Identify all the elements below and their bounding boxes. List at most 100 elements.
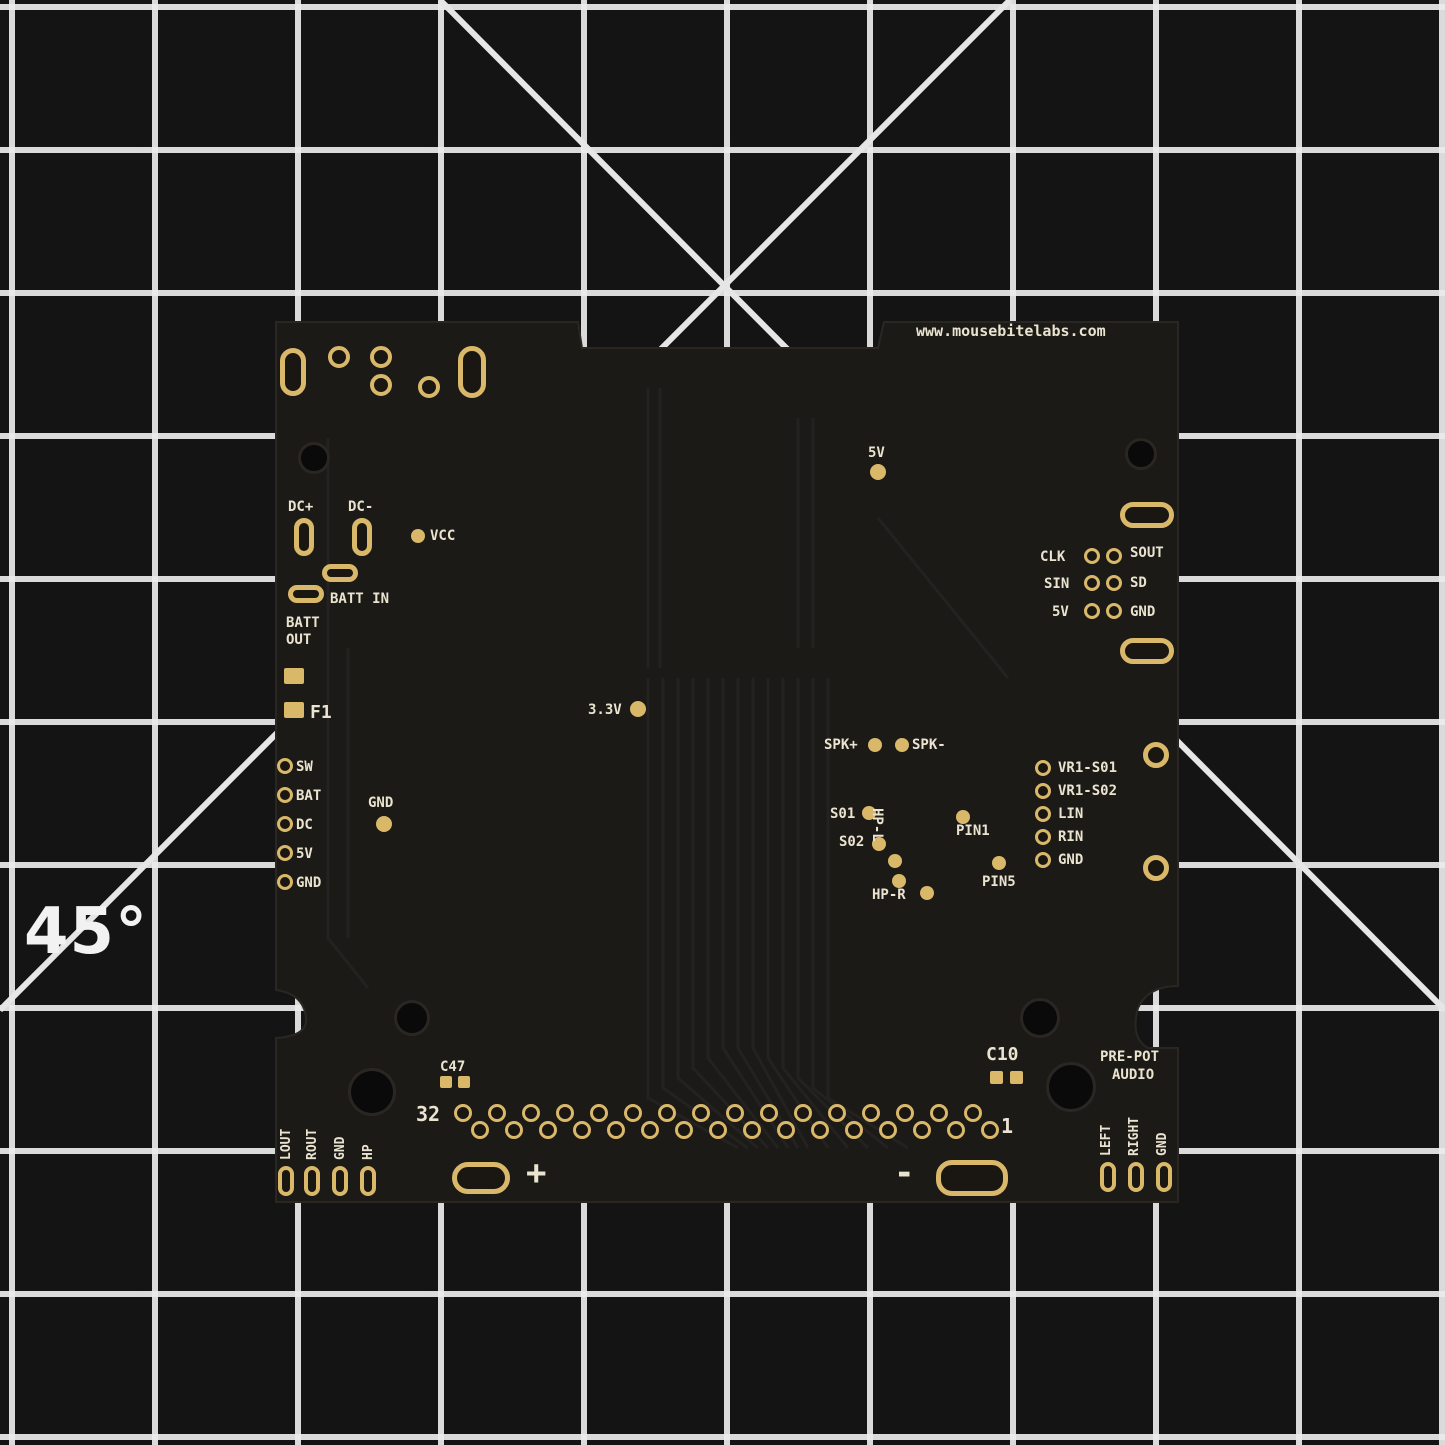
label-spk-plus: SPK+: [824, 737, 858, 753]
test-point-s02: [872, 837, 886, 851]
pad-rin: [1035, 829, 1051, 845]
label-vr1-s02: VR1-S02: [1058, 783, 1118, 799]
connector-pin: [471, 1121, 489, 1139]
mounting-hole: [394, 1000, 430, 1036]
label-audio: AUDIO: [1112, 1067, 1155, 1083]
through-hole-pad: [370, 346, 392, 368]
connector-pin: [913, 1121, 931, 1139]
test-point-pin1: [956, 810, 970, 824]
label-dc-minus: DC-: [348, 499, 374, 515]
label-left: LEFT: [1099, 1124, 1114, 1156]
connector-pin: [692, 1104, 710, 1122]
label-lin: LIN: [1058, 806, 1084, 822]
connector-pin: [811, 1121, 829, 1139]
test-point-gnd: [376, 816, 392, 832]
pcb-board: www.mousebitelabs.com DC+ DC- VCC BATT I…: [268, 318, 1183, 1206]
label-batt-out-2: OUT: [286, 632, 312, 648]
connector-pin: [590, 1104, 608, 1122]
label-3v3: 3.3V: [588, 702, 622, 718]
mat-angle-label: 45°: [24, 895, 149, 969]
pad-left: [1100, 1162, 1116, 1192]
label-vr1-s01: VR1-S01: [1058, 760, 1118, 776]
label-sw: SW: [296, 759, 313, 775]
test-point-s01: [862, 806, 876, 820]
label-5v: 5V: [296, 846, 313, 862]
label-vcc: VCC: [430, 528, 456, 544]
label-right: RIGHT: [1127, 1116, 1142, 1156]
connector-pin: [845, 1121, 863, 1139]
connector-pin: [573, 1121, 591, 1139]
pad-5v: [277, 845, 293, 861]
label-gnd: GND: [296, 875, 322, 891]
connector-pin: [522, 1104, 540, 1122]
connector-pin: [896, 1104, 914, 1122]
connector-pin: [964, 1104, 982, 1122]
label-hp-r: HP-R: [872, 887, 906, 903]
pad-gnd-out: [332, 1166, 348, 1196]
label-lout: LOUT: [279, 1128, 294, 1160]
label-pre-pot: PRE-POT: [1100, 1049, 1160, 1065]
label-c10: C10: [986, 1044, 1019, 1065]
test-point-5v: [870, 464, 886, 480]
connector-pin: [624, 1104, 642, 1122]
label-gnd-mid: GND: [368, 795, 394, 811]
connector-pin: [879, 1121, 897, 1139]
mounting-hole: [1046, 1062, 1096, 1112]
capacitor-pad: [1010, 1071, 1023, 1084]
battery-minus-pad: [936, 1160, 1008, 1196]
pad-clk: [1084, 548, 1100, 564]
label-gnd-right: GND: [1155, 1132, 1170, 1156]
connector-pin: [556, 1104, 574, 1122]
pad-dc: [277, 816, 293, 832]
test-point-hp: [892, 874, 906, 888]
connector-pin: [930, 1104, 948, 1122]
label-plus: +: [526, 1153, 547, 1193]
slot-pad: [1120, 502, 1174, 528]
label-rout: ROUT: [305, 1128, 320, 1160]
through-hole-pad: [328, 346, 350, 368]
test-point-vcc: [411, 529, 425, 543]
capacitor-pad: [990, 1071, 1003, 1084]
mounting-hole: [1125, 438, 1157, 470]
mount-pad-round: [1143, 742, 1169, 768]
connector-pin: [947, 1121, 965, 1139]
label-c47: C47: [440, 1059, 466, 1075]
dc-plus-pad: [294, 518, 314, 556]
capacitor-pad: [458, 1076, 470, 1088]
connector-pin: [658, 1104, 676, 1122]
silkscreen-url: www.mousebitelabs.com: [916, 322, 1106, 340]
connector-pin: [607, 1121, 625, 1139]
mounting-hole: [1020, 998, 1060, 1038]
pad-rout: [304, 1166, 320, 1196]
slot-pad: [1120, 638, 1174, 664]
connector-pin: [641, 1121, 659, 1139]
label-hp-l: HP-L: [869, 808, 885, 842]
batt-in-pad: [322, 564, 358, 582]
label-pin1: PIN1: [956, 823, 990, 839]
mount-pad-round: [1143, 855, 1169, 881]
label-gnd-link: GND: [1130, 604, 1156, 620]
label-clk: CLK: [1040, 549, 1066, 565]
connector-pin: [488, 1104, 506, 1122]
label-f1: F1: [310, 702, 332, 723]
connector-pin: [709, 1121, 727, 1139]
battery-plus-pad: [452, 1162, 510, 1194]
fuse-pad: [284, 702, 304, 718]
label-gnd-out: GND: [333, 1136, 348, 1160]
label-5v-top: 5V: [868, 445, 885, 461]
connector-pin: [743, 1121, 761, 1139]
mounting-hole: [298, 442, 330, 474]
connector-pin: [981, 1121, 999, 1139]
label-pin5: PIN5: [982, 874, 1016, 890]
label-batt-out-1: BATT: [286, 615, 320, 631]
label-dc: DC: [296, 817, 313, 833]
mounting-hole: [348, 1068, 396, 1116]
connector-pin: [539, 1121, 557, 1139]
label-pin-1: 1: [1001, 1114, 1014, 1138]
test-point-pin5: [992, 856, 1006, 870]
test-point-3v3: [630, 701, 646, 717]
label-dc-plus: DC+: [288, 499, 314, 515]
pad-hp-out: [360, 1166, 376, 1196]
label-sin: SIN: [1044, 576, 1070, 592]
pad-sout: [1106, 548, 1122, 564]
